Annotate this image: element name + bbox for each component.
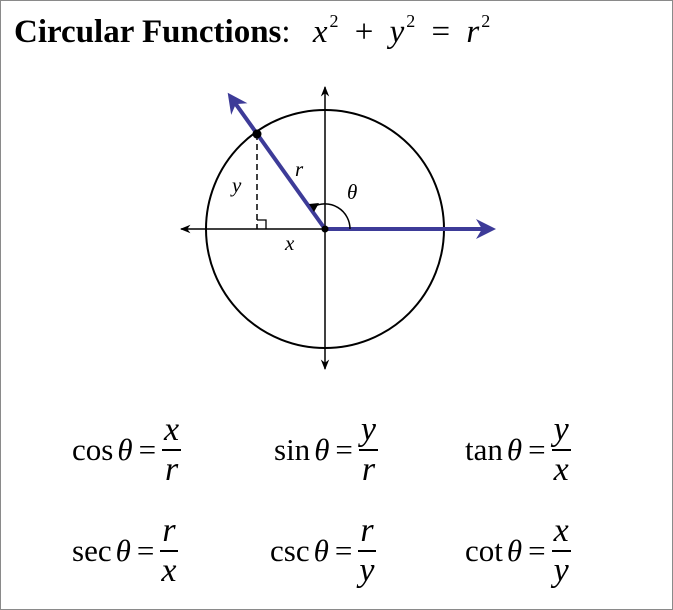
formula-fn: csc — [270, 532, 310, 568]
origin-point — [321, 225, 329, 233]
formula-fn: cot — [465, 532, 503, 568]
formula-fn: tan — [465, 431, 503, 467]
title-eq-equals: = — [431, 14, 451, 50]
label-theta: θ — [347, 180, 357, 204]
label-r: r — [295, 157, 304, 181]
numerator: x — [162, 412, 182, 451]
formula-theta: θ — [506, 532, 523, 568]
title-eq-exp1: 2 — [329, 11, 339, 31]
formula-equals: = — [136, 532, 155, 568]
title-eq-exp3: 2 — [481, 11, 491, 31]
numerator: y — [551, 412, 571, 451]
formula-equals: = — [528, 431, 546, 467]
right-angle-mark — [257, 219, 267, 229]
title-eq-exp2: 2 — [406, 11, 416, 31]
formula-equals: = — [334, 532, 353, 568]
theta-arc-arrowhead — [309, 203, 319, 212]
denominator: x — [161, 551, 177, 589]
denominator: x — [553, 450, 569, 488]
title-colon: : — [281, 14, 291, 50]
denominator: r — [164, 450, 179, 488]
title-eq-r: r — [466, 14, 480, 50]
title-eq-x: x — [312, 14, 328, 50]
formula-theta: θ — [506, 431, 523, 467]
formula-theta: θ — [314, 431, 330, 467]
title-eq-plus: + — [354, 14, 374, 50]
numerator: y — [358, 412, 378, 451]
formula-theta: θ — [313, 532, 329, 568]
denominator: r — [361, 450, 376, 488]
numerator: r — [358, 513, 376, 552]
terminal-ray — [227, 92, 327, 231]
formula-theta: θ — [117, 431, 133, 467]
formula-fn: sin — [274, 431, 311, 467]
numerator: r — [160, 513, 178, 552]
title-eq-y: y — [389, 14, 405, 50]
formula-equals: = — [138, 431, 157, 467]
label-x: x — [284, 231, 295, 255]
denominator: y — [359, 551, 375, 589]
formula-equals: = — [528, 532, 546, 568]
formula-fn: cos — [72, 431, 114, 467]
formula-theta: θ — [115, 532, 131, 568]
denominator: y — [553, 551, 569, 589]
point-on-circle — [252, 129, 262, 139]
formula-fn: sec — [72, 532, 112, 568]
title-text: Circular Functions — [14, 14, 282, 50]
formula-equals: = — [335, 431, 353, 467]
theta-arc — [312, 203, 351, 230]
numerator: x — [551, 513, 571, 552]
label-y: y — [230, 173, 242, 197]
